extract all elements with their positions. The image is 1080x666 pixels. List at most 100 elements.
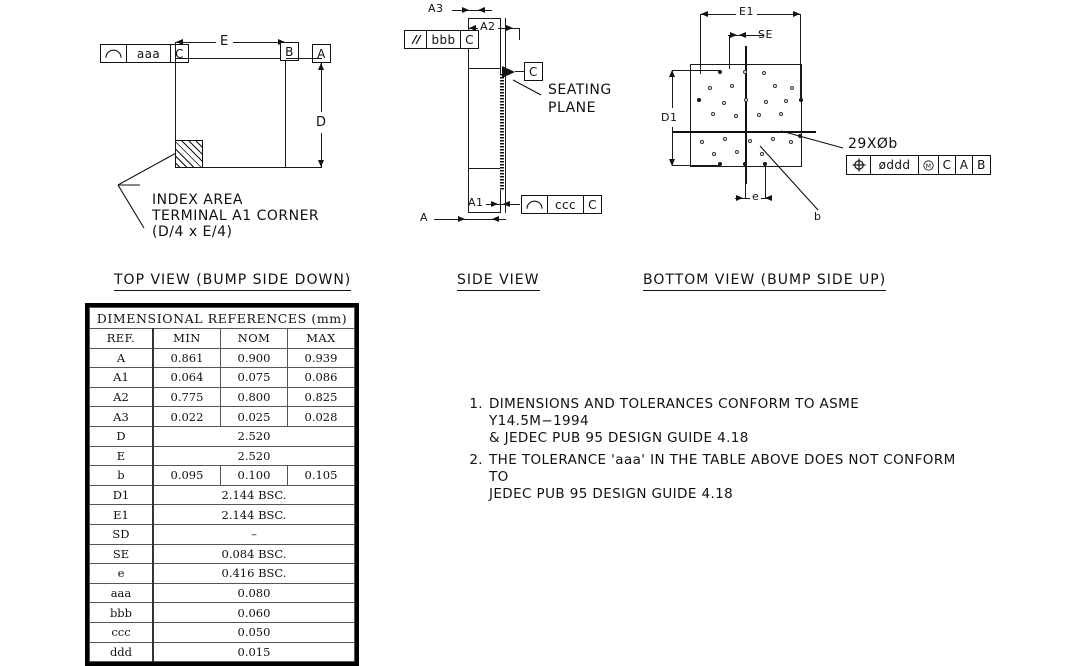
index-area-note-line1: INDEX AREA (152, 192, 243, 208)
table-cell-value: 2.144 BSC. (152, 484, 355, 506)
fcf-tolerance-value: aaa (127, 45, 171, 62)
fcf-position-datum-3: B (977, 158, 986, 172)
dim-a2-arrow-right (506, 25, 513, 31)
fcf-position-datum-2: A (956, 156, 973, 174)
table-cell-ref: aaa (88, 582, 154, 604)
dim-e-pitch-arrow-left (736, 195, 743, 201)
table-cell-ref: A (88, 347, 154, 369)
dim-a1-arrow-right (491, 201, 498, 207)
table-cell-ref: ccc (88, 621, 154, 643)
dim-a2-arrow-left (469, 25, 476, 31)
dim-d1-ext-bottom (672, 165, 720, 166)
table-cell-value: 0.080 (152, 582, 355, 604)
dim-se-arrow-left (739, 32, 746, 38)
table-cell-ref: E1 (88, 504, 154, 525)
dim-e-label: E (216, 34, 233, 49)
table-cell-value: – (152, 523, 355, 545)
dim-e-ext-left (175, 42, 176, 59)
dim-se-line (728, 35, 764, 36)
table-cell-value: 0.084 BSC. (152, 543, 355, 565)
table-cell-max: 0.105 (286, 465, 356, 486)
fcf-ccc-tolerance: ccc (548, 196, 584, 213)
table-row: SD– (88, 523, 355, 545)
dim-e-pitch-arrow-right (765, 195, 772, 201)
bottom-outline-left (690, 64, 691, 167)
note-text: DIMENSIONS AND TOLERANCES CONFORM TO ASM… (489, 396, 860, 446)
dim-d-ext-top (286, 58, 322, 59)
table-cell-ref: D1 (88, 484, 154, 506)
table-cell-ref: SD (88, 523, 154, 545)
bottom-view-caption: BOTTOM VIEW (BUMP SIDE UP) (643, 272, 887, 291)
dim-d-label: D (316, 112, 327, 133)
table-cell-min: 0.861 (152, 347, 221, 369)
table-cell-min: 0.775 (152, 386, 221, 408)
table-cell-max: 0.028 (286, 406, 356, 427)
table-cell-ref: A1 (88, 367, 154, 388)
note-text: THE TOLERANCE 'aaa' IN THE TABLE ABOVE D… (489, 452, 956, 502)
dim-se-ext (729, 35, 730, 69)
table-cell-ref: E (88, 445, 154, 467)
table-cell-nom: 0.100 (219, 465, 288, 486)
table-cell-ref: A2 (88, 386, 154, 408)
table-cell-ref: D (88, 425, 154, 447)
dim-d-arrow-bottom (318, 160, 324, 167)
table-cell-value: 0.416 BSC. (152, 563, 355, 584)
dim-a-label: A (420, 211, 429, 224)
bottom-outline-right (801, 64, 802, 167)
dim-d1-arrow-bottom (669, 159, 675, 166)
datum-c-box-seating: C (524, 62, 543, 81)
side-inner-line-upper (468, 68, 501, 69)
dim-a3-label: A3 (428, 2, 444, 15)
dim-e1-arrow-left (701, 11, 708, 17)
position-icon (847, 156, 871, 174)
dim-a3-arrow-left (478, 7, 485, 13)
dim-a1-label: A1 (468, 196, 484, 209)
notes-block: 1. DIMENSIONS AND TOLERANCES CONFORM TO … (463, 396, 963, 508)
top-outline-top (175, 58, 286, 59)
table-title: DIMENSIONAL REFERENCES (mm) (89, 307, 355, 329)
svg-text:M: M (926, 163, 932, 170)
table-cell-min: 0.064 (152, 367, 221, 388)
table-cell-ref: ddd (88, 641, 154, 663)
table-cell-min: 0.022 (152, 406, 221, 427)
datum-b-box: B (280, 42, 299, 61)
table-cell-ref: b (88, 465, 154, 486)
table-cell-ref: SE (88, 543, 154, 565)
ball-callout-label: 29XØb (848, 136, 898, 152)
dim-e1-ext-right (800, 14, 801, 100)
dim-d-ext-bottom (286, 167, 322, 168)
dim-d1-arrow-top (669, 70, 675, 77)
dim-a-line (434, 219, 506, 220)
table-column-header: MIN (152, 328, 221, 349)
centerline-horizontal (672, 131, 816, 133)
dim-d1-ext-top (672, 70, 720, 71)
index-area-note-line2: TERMINAL A1 CORNER (152, 208, 320, 224)
dim-se-label: SE (758, 28, 773, 41)
table-cell-value: 0.050 (152, 621, 355, 643)
table-cell-nom: 0.900 (219, 347, 288, 369)
note-number: 1. (469, 396, 483, 412)
fcf-position-ddd: øddd M C A B (846, 155, 991, 175)
index-area-hatch (175, 140, 203, 168)
table-column-header: NOM (219, 328, 288, 349)
table-column-header: MAX (286, 328, 356, 349)
dim-e1-arrow-right (793, 11, 800, 17)
dim-e-ext-right (285, 42, 286, 162)
mmc-modifier-icon: M (919, 156, 939, 174)
dim-se-arrow-right (730, 32, 737, 38)
table-column-header: REF. (88, 328, 154, 349)
dim-e1-ext-left (700, 14, 701, 74)
datum-a-box: A (312, 44, 331, 63)
dim-b-label: b (814, 210, 822, 223)
